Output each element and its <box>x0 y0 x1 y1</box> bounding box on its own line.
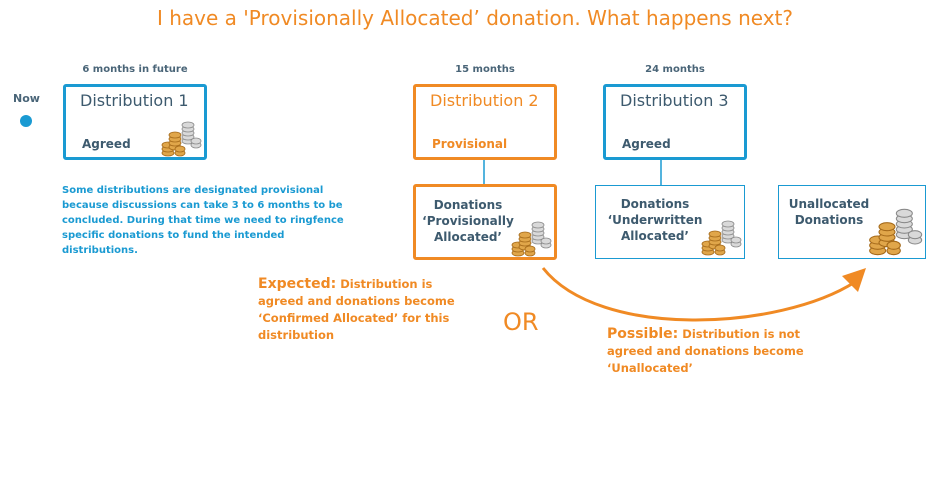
d3-status: Agreed <box>622 137 671 151</box>
label-line: Unallocated <box>788 197 870 211</box>
coins-icon <box>869 208 923 256</box>
possible-label: Possible: <box>607 326 679 342</box>
provisional-donations-box[interactable]: Donations ‘Provisionally Allocated’ <box>413 184 557 260</box>
possible-text: Distribution is not agreed and donations… <box>607 327 804 375</box>
d1-time: 6 months in future <box>82 64 188 75</box>
label-line: Allocated’ <box>434 230 502 244</box>
d1-title: Distribution 1 <box>80 91 189 110</box>
unallocated-donations-box[interactable]: Unallocated Donations <box>778 185 926 259</box>
page-title: I have a 'Provisionally Allocated’ donat… <box>156 6 793 30</box>
distribution-2[interactable]: Distribution 2 Provisional <box>413 84 557 160</box>
expected-label: Expected: <box>258 276 337 292</box>
d1-status: Agreed <box>82 137 131 151</box>
expected-text: Distribution is agreed and donations bec… <box>258 277 455 342</box>
label-line: Donations <box>433 198 503 212</box>
d3-time: 24 months <box>645 64 705 75</box>
d2-status: Provisional <box>432 137 508 151</box>
d2-title: Distribution 2 <box>430 91 539 110</box>
possible-annotation: Possible: Distribution is not agreed and… <box>607 326 807 377</box>
provisional-description: Some distributions are designated provis… <box>62 185 344 256</box>
coins-icon <box>161 121 202 157</box>
possible-arrow <box>541 267 856 322</box>
d2-time: 15 months <box>455 64 515 75</box>
arrow-head <box>842 268 866 292</box>
label-line: ‘Provisionally <box>422 214 514 228</box>
expected-annotation: Expected: Distribution is agreed and don… <box>258 276 478 344</box>
distribution-1[interactable]: Distribution 1 Agreed <box>63 84 207 160</box>
label-line: ‘Underwritten <box>607 213 703 227</box>
or-label: OR <box>503 308 539 336</box>
label-line: Donations <box>620 197 690 211</box>
distribution-3[interactable]: Distribution 3 Agreed <box>603 84 747 160</box>
now-dot <box>20 115 32 127</box>
coins-icon <box>701 220 742 256</box>
label-line: Donations <box>794 213 864 227</box>
now-label: Now <box>13 92 40 105</box>
underwritten-donations-box[interactable]: Donations ‘Underwritten Allocated’ <box>595 185 745 259</box>
d3-title: Distribution 3 <box>620 91 729 110</box>
coins-icon <box>511 221 552 257</box>
label-line: Allocated’ <box>621 229 689 243</box>
